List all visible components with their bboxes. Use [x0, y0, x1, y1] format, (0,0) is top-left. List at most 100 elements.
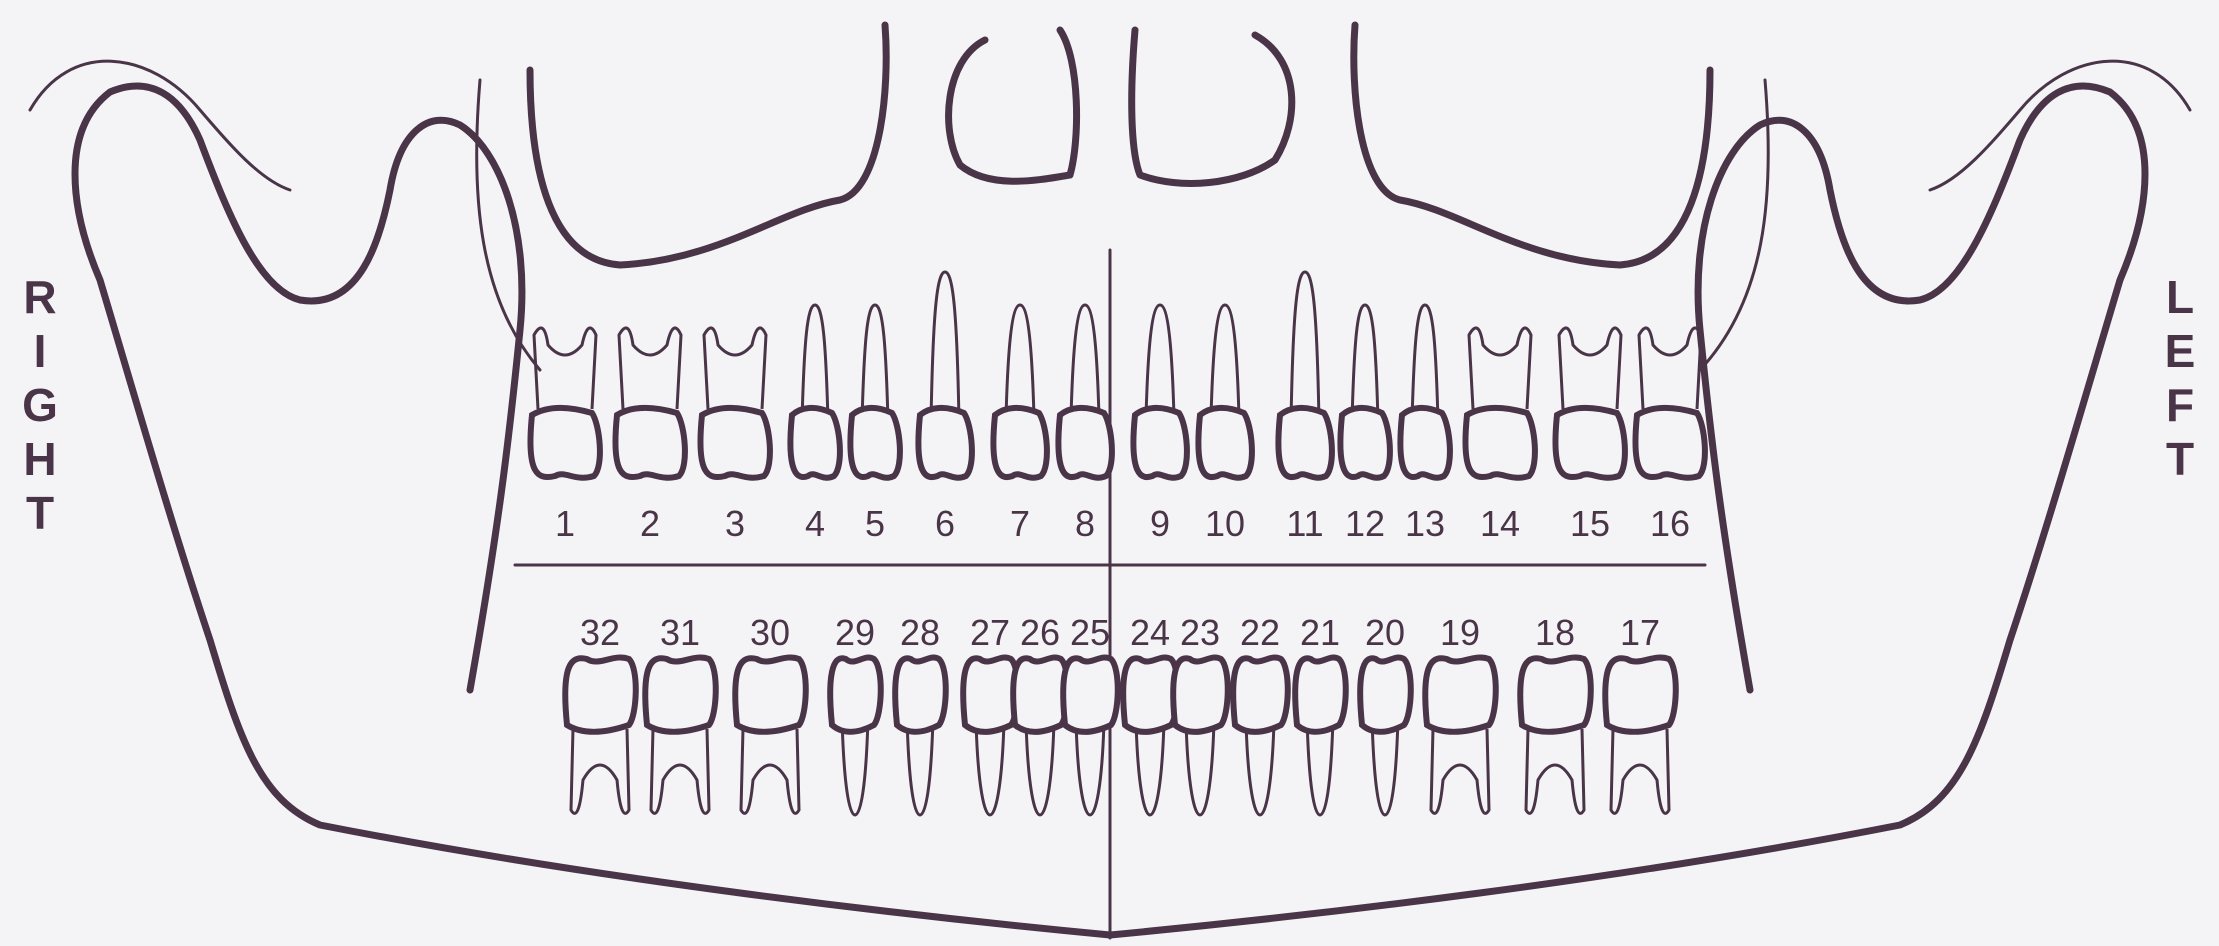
left-label-letter: L	[2150, 270, 2210, 324]
tooth-number: 9	[1150, 503, 1170, 544]
right-label-letter: I	[10, 324, 70, 378]
tooth-root	[571, 729, 629, 813]
left-label-letter: T	[2150, 432, 2210, 486]
tooth-crown	[1635, 408, 1704, 478]
tooth-root	[1412, 305, 1437, 409]
tooth-number: 20	[1365, 612, 1405, 653]
tooth-crown	[1233, 657, 1288, 731]
tooth-root	[651, 729, 709, 813]
tooth-crown	[1400, 408, 1450, 478]
tooth-crown	[1133, 408, 1187, 478]
tooth-root	[1006, 305, 1034, 409]
tooth-22: 22	[1233, 612, 1288, 815]
tooth-crown	[1058, 408, 1112, 478]
tooth-number: 28	[900, 612, 940, 653]
tooth-root	[704, 328, 766, 409]
tooth-crown	[1278, 408, 1332, 478]
tooth-5: 5	[850, 305, 900, 544]
tooth-number: 21	[1300, 612, 1340, 653]
tooth-crown	[1173, 657, 1228, 731]
tooth-number: 27	[970, 612, 1010, 653]
tooth-crown	[1340, 408, 1390, 478]
tooth-10: 10	[1198, 305, 1252, 544]
upper-teeth-group: 12345678910111213141516	[530, 272, 1704, 544]
tooth-30: 30	[735, 612, 806, 813]
tooth-number: 25	[1070, 612, 1110, 653]
tooth-crown	[963, 657, 1018, 731]
tooth-root	[842, 729, 867, 815]
tooth-number: 4	[805, 503, 825, 544]
tooth-number: 32	[580, 612, 620, 653]
tooth-number: 30	[750, 612, 790, 653]
tooth-root	[1146, 305, 1174, 409]
tooth-root	[931, 272, 959, 409]
left-side-label: LEFT	[2150, 270, 2210, 486]
tooth-number: 14	[1480, 503, 1520, 544]
tooth-8: 8	[1058, 305, 1112, 544]
tooth-root	[1136, 729, 1164, 815]
tooth-29: 29	[830, 612, 881, 815]
left-label-letter: E	[2150, 324, 2210, 378]
tooth-crown	[1123, 657, 1178, 731]
tooth-16: 16	[1635, 328, 1704, 544]
left-maxilla-arch	[1354, 25, 1710, 265]
tooth-number: 13	[1405, 503, 1445, 544]
tooth-root	[1071, 305, 1099, 409]
tooth-crown	[993, 408, 1047, 478]
tooth-root	[1431, 729, 1489, 813]
lower-teeth-group: 32313029282726252423222120191817	[565, 612, 1676, 815]
tooth-root	[1307, 729, 1332, 815]
tooth-root	[1559, 328, 1621, 409]
tooth-crown	[830, 657, 881, 731]
tooth-28: 28	[895, 612, 946, 815]
tooth-root	[1639, 328, 1701, 409]
tooth-crown	[700, 408, 769, 478]
right-label-letter: T	[10, 486, 70, 540]
tooth-number: 10	[1205, 503, 1245, 544]
tooth-number: 29	[835, 612, 875, 653]
left-condyle-line	[1930, 61, 2190, 190]
tooth-root	[1352, 305, 1377, 409]
right-maxilla-arch	[530, 25, 886, 265]
tooth-26: 26	[1013, 612, 1068, 815]
tooth-crown	[645, 657, 716, 731]
tooth-crown	[790, 408, 840, 478]
right-label-letter: G	[10, 378, 70, 432]
tooth-15: 15	[1555, 328, 1624, 544]
left-nasal-notch	[1132, 30, 1292, 183]
tooth-number: 23	[1180, 612, 1220, 653]
tooth-root	[976, 729, 1004, 815]
tooth-14: 14	[1465, 328, 1534, 544]
tooth-11: 11	[1278, 272, 1332, 544]
tooth-crown	[850, 408, 900, 478]
tooth-number: 26	[1020, 612, 1060, 653]
tooth-18: 18	[1520, 612, 1591, 813]
tooth-crown	[735, 657, 806, 731]
tooth-root	[907, 729, 932, 815]
tooth-31: 31	[645, 612, 716, 813]
tooth-root	[1611, 729, 1669, 813]
tooth-number: 7	[1010, 503, 1030, 544]
tooth-17: 17	[1605, 612, 1676, 813]
tooth-root	[534, 328, 596, 409]
tooth-crown	[918, 408, 972, 478]
tooth-number: 31	[660, 612, 700, 653]
tooth-root	[1026, 729, 1054, 815]
tooth-7: 7	[993, 305, 1047, 544]
tooth-crown	[1520, 657, 1591, 731]
tooth-crown	[1013, 657, 1068, 731]
tooth-20: 20	[1360, 612, 1411, 815]
tooth-number: 15	[1570, 503, 1610, 544]
tooth-number: 6	[935, 503, 955, 544]
tooth-13: 13	[1400, 305, 1450, 544]
tooth-root	[1291, 272, 1319, 409]
tooth-12: 12	[1340, 305, 1390, 544]
tooth-24: 24	[1123, 612, 1178, 815]
tooth-number: 5	[865, 503, 885, 544]
tooth-root	[1469, 328, 1531, 409]
tooth-crown	[1198, 408, 1252, 478]
tooth-1: 1	[530, 328, 599, 544]
